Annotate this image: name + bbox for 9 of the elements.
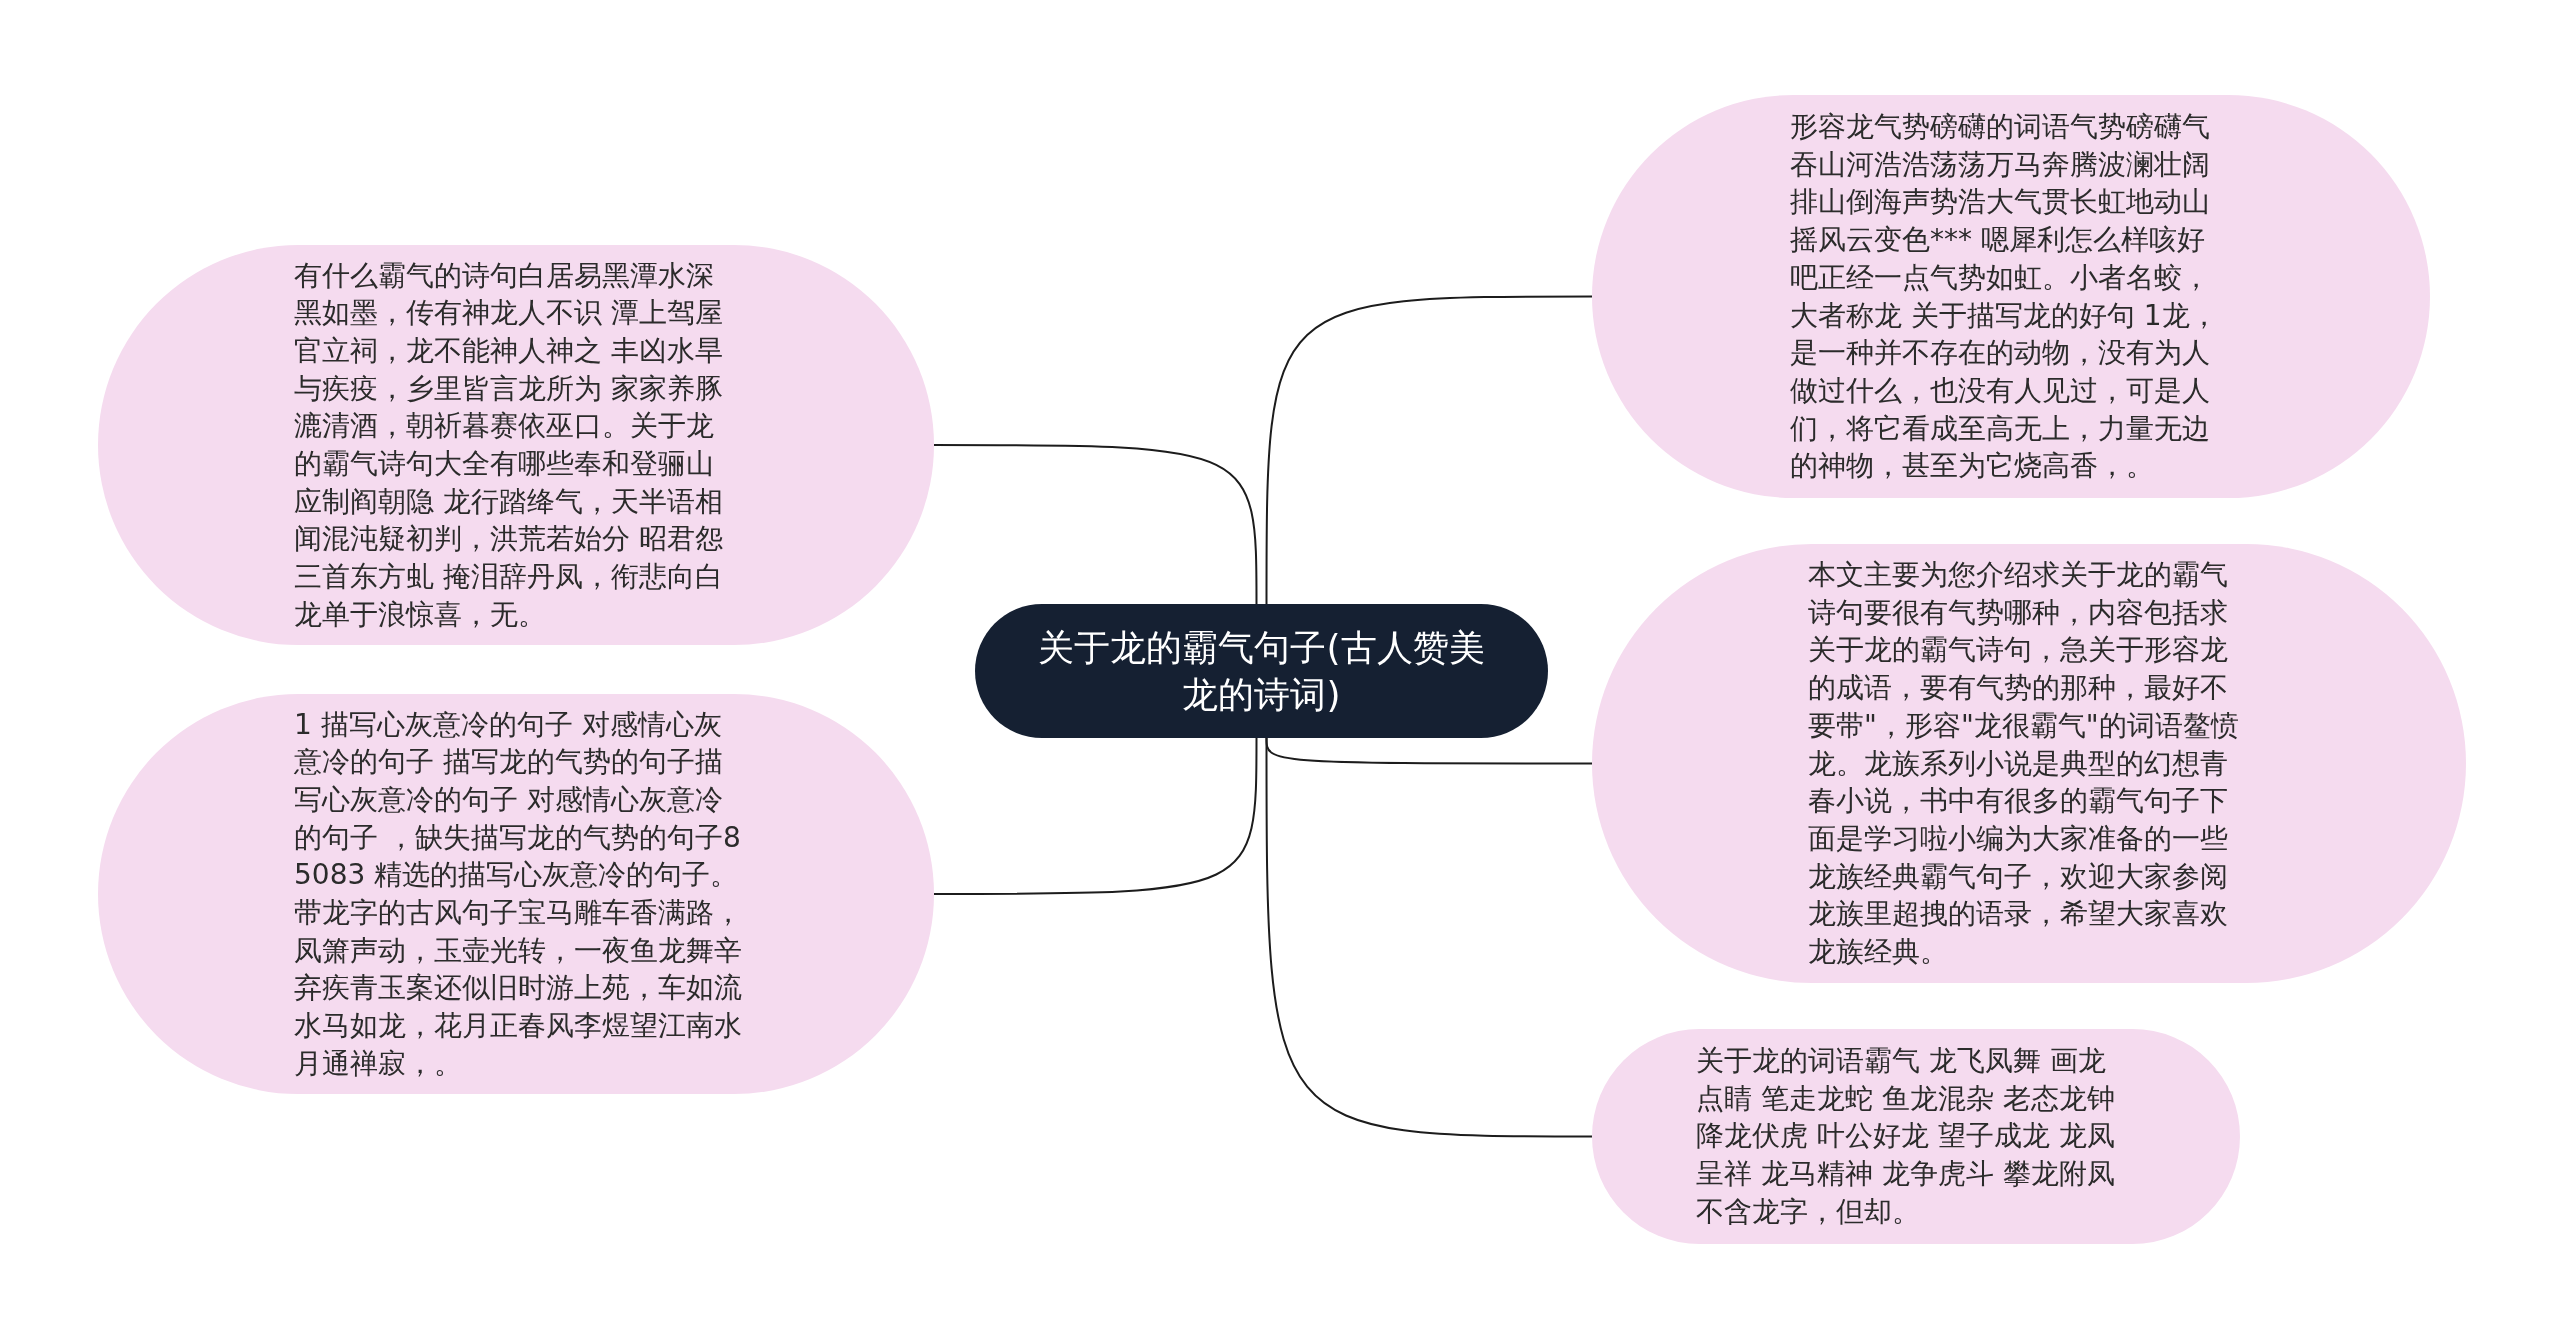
central-topic-text: 关于龙的霸气句子(古人赞美龙的诗词) xyxy=(1037,626,1486,717)
connector-line xyxy=(933,737,1258,895)
connector-line xyxy=(1265,295,1593,605)
topic-text: 关于龙的词语霸气 龙飞凤舞 画龙点睛 笔走龙蛇 鱼龙混杂 老态龙钟降龙伏虎 叶公好龙 望子成龙 龙凤呈祥 龙马精神 龙争虎斗 攀龙附凤不含龙字，但却。 xyxy=(1696,1043,2116,1230)
topic-text: 1 描写心灰意冷的句子 对感情心灰意冷的句子 描写龙的气势的句子描写心灰意冷的句子 对感情心灰意冷的句子 ，缺失描写龙的气势的句子85083 精选的描写心灰意冷的句子。带龙字的古风句子宝马雕车香满路，凤箫声动，玉壶光转，一夜鱼龙舞辛弃疾青玉案还似旧时游上苑，车如流水马如龙，花月正春风李煜望江南水月通禅寂，。 xyxy=(294,706,743,1082)
connector-line xyxy=(933,444,1258,605)
topic-text: 有什么霸气的诗句白居易黑潭水深黑如墨，传有神龙人不识 潭上驾屋官立祠，龙不能神人神之 丰凶水旱与疾疫，乡里皆言龙所为 家家养豚漉清酒，朝祈暮赛依巫口。关于龙的霸气诗句大全有哪些奉和登骊山应制阎朝隐 龙行踏绛气，天半语相闻混沌疑初判，洪荒若始分 昭君怨三首东方虬 掩泪辞丹凤，衔悲向白龙单于浪惊喜，无。 xyxy=(294,257,724,633)
topic-text: 形容龙气势磅礴的词语气势磅礴气吞山河浩浩荡荡万马奔腾波澜壮阔排山倒海声势浩大气贯长虹地动山摇风云变色*** 嗯犀利怎么样咳好吧正经一点气势如虹。小者名蛟，大者称龙 关于描写龙的好句 1龙，是一种并不存在的动物，没有为人做过什么，也没有人见过，可是人们，将它看成至高无上，力量无边的神物，甚至为它烧高香，。 xyxy=(1790,109,2219,485)
topic-text: 本文主要为您介绍求关于龙的霸气诗句要很有气势哪种，内容包括求关于龙的霸气诗句，急关于形容龙的成语，要有气势的那种，最好不要带"，形容"龙很霸气"的词语鳌愤龙。龙族系列小说是典型的幻想青春小说，书中有很多的霸气句子下面是学习啦小编为大家准备的一些龙族经典霸气句子，欢迎大家参阅龙族里超拽的语录，希望大家喜欢龙族经典。 xyxy=(1808,557,2240,971)
